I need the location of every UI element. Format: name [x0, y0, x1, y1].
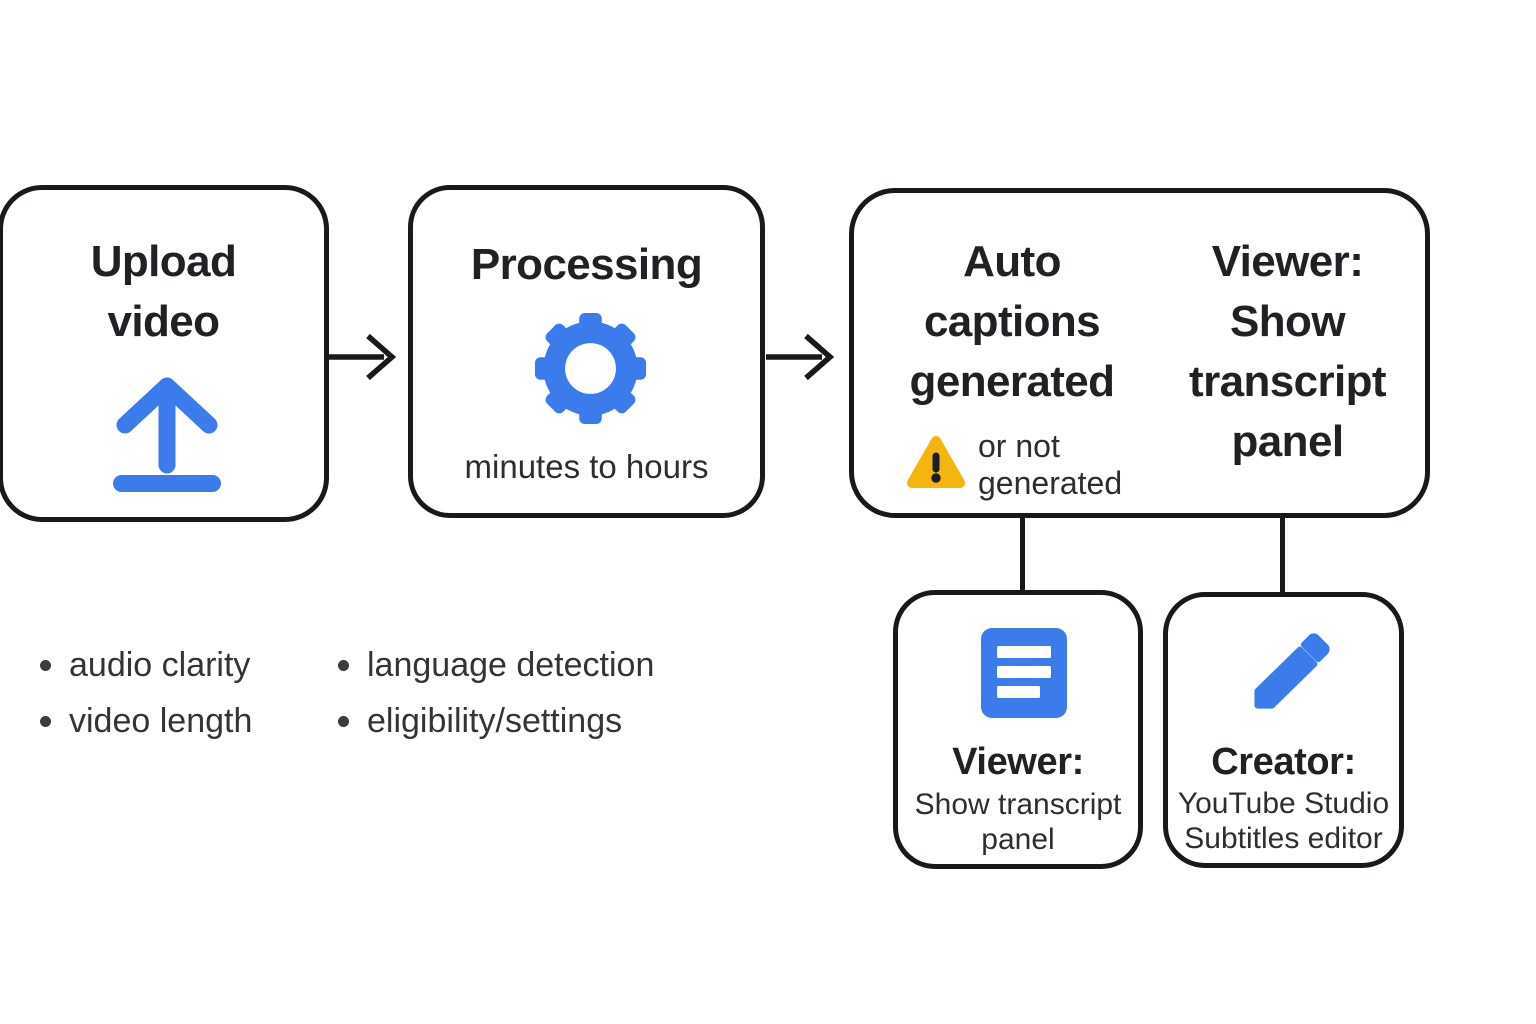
factor-label: eligibility/settings [367, 702, 623, 740]
gear-icon [534, 312, 647, 425]
viewer-desc-line1: Show transcript [914, 788, 1122, 821]
captions-line1: Auto [963, 237, 1061, 286]
flow-arrow-1 [328, 333, 397, 381]
fallback-note-line2: generated [978, 465, 1123, 501]
fallback-note: or not generated [978, 428, 1122, 502]
upload-title-line2: video [107, 297, 221, 346]
viewer-heading-line4: panel [1231, 417, 1345, 466]
connector-creator [1280, 516, 1285, 596]
processing-duration-note: minutes to hours [464, 448, 709, 485]
viewer-heading-line3: transcript [1189, 357, 1387, 406]
processing-title: Processing [470, 240, 703, 289]
viewer-desc-line2: panel [981, 823, 1055, 856]
auto-captions-node: Auto captions generated or not generated… [849, 188, 1430, 518]
pencil-icon [1254, 633, 1330, 709]
upload-video-title: Upload video [3, 232, 324, 352]
upload-title-line1: Upload [90, 237, 237, 286]
upload-arrow-icon [113, 377, 221, 492]
warning-triangle-icon [907, 436, 965, 488]
creator-outcome-desc: YouTube Studio Subtitles editor [1168, 786, 1399, 856]
viewer-heading-line1: Viewer: [1211, 237, 1364, 286]
bullet-dot [338, 716, 349, 727]
creator-outcome-node: Creator: YouTube Studio Subtitles editor [1163, 592, 1404, 868]
captions-line2: captions [923, 297, 1101, 346]
bullet-dot [40, 716, 51, 727]
flow-arrow-2 [766, 333, 835, 381]
factor-label: video length [69, 702, 253, 740]
viewer-outcome-node: Viewer: Show transcript panel [893, 590, 1143, 869]
creator-outcome-role: Creator: [1211, 741, 1356, 783]
factor-label: language detection [367, 646, 655, 684]
bullet-dot [40, 660, 51, 671]
factor-audio-clarity: audio clarity [40, 645, 250, 685]
factor-label: audio clarity [69, 646, 251, 684]
upload-video-node: Upload video [0, 185, 329, 522]
viewer-heading-line2: Show [1230, 297, 1346, 346]
factor-video-length: video length [40, 701, 252, 741]
viewer-transcript-heading: Viewer: Show transcript panel [1144, 232, 1431, 472]
auto-captions-result: Auto captions generated [854, 232, 1170, 412]
fallback-note-line1: or not [978, 428, 1060, 464]
factor-language-detection: language detection [338, 645, 654, 685]
factor-eligibility-settings: eligibility/settings [338, 701, 622, 741]
processing-node: Processing minutes to hours [408, 185, 765, 518]
viewer-outcome-desc: Show transcript panel [898, 787, 1138, 857]
viewer-outcome-role: Viewer: [952, 741, 1084, 783]
creator-desc-line2: Subtitles editor [1184, 822, 1383, 855]
transcript-document-icon [981, 628, 1067, 718]
captions-line3: generated [909, 357, 1115, 406]
connector-viewer [1020, 516, 1025, 594]
bullet-dot [338, 660, 349, 671]
creator-desc-line1: YouTube Studio [1177, 787, 1390, 820]
